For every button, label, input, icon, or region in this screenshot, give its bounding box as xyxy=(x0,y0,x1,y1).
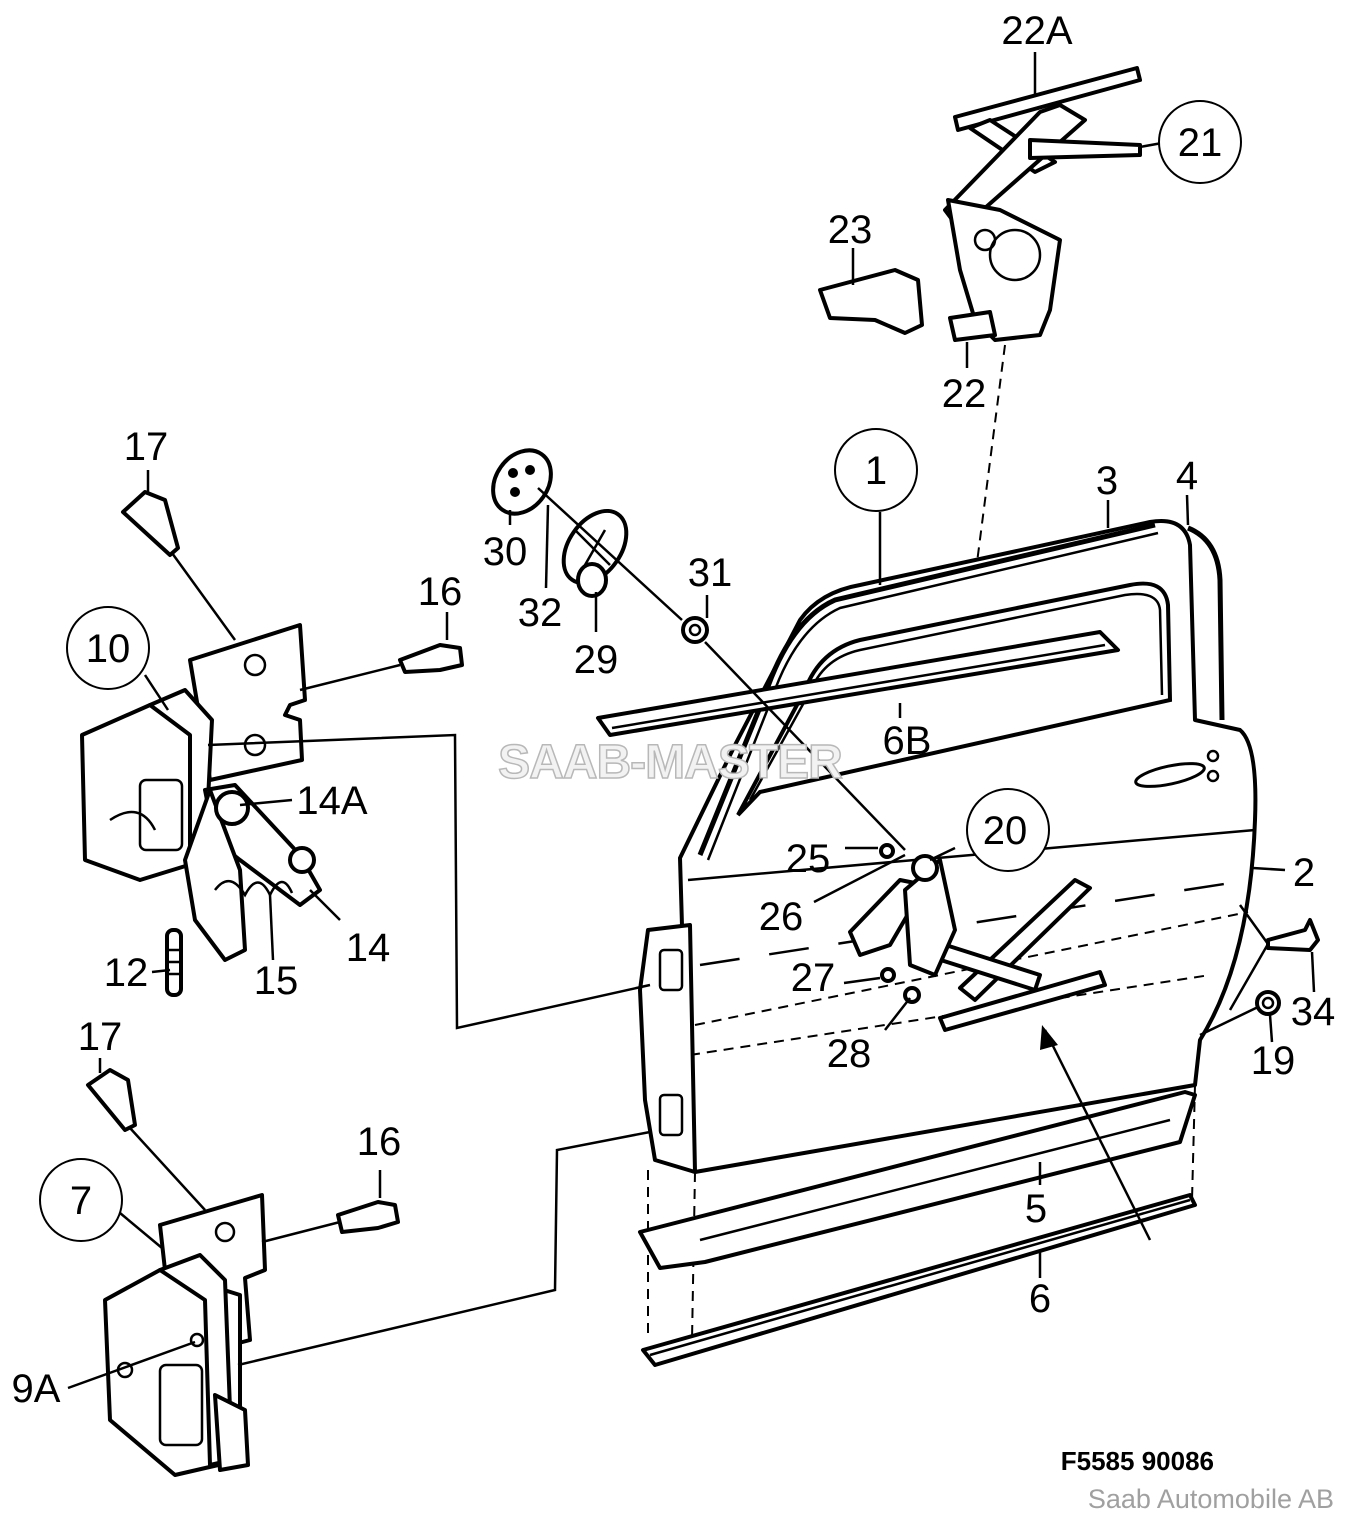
callout-5: 5 xyxy=(1025,1187,1047,1231)
window-frame xyxy=(736,581,1173,817)
callout-9a: 9A xyxy=(12,1367,61,1411)
window-regulator-assembly xyxy=(818,52,1163,851)
regulator-arm-b xyxy=(943,103,1087,232)
watermark: SAAB-MASTER xyxy=(498,736,842,789)
callout-30: 30 xyxy=(483,530,528,574)
callout-4: 4 xyxy=(1176,454,1198,498)
callout-7: 7 xyxy=(70,1179,92,1223)
upper-hinge-bolt xyxy=(121,490,180,557)
drawing-code: F5585 90086 xyxy=(1061,1446,1214,1476)
callout-3: 3 xyxy=(1096,459,1118,503)
door-fasteners xyxy=(1199,866,1320,1043)
callout-circle-20 xyxy=(966,788,1050,872)
regulator-arm-c xyxy=(1028,138,1142,160)
callout-circle-21 xyxy=(1158,100,1242,184)
upper-hinge-assembly xyxy=(80,470,651,1030)
callout-16-upper: 16 xyxy=(418,570,463,614)
lower-hinge-screw xyxy=(336,1200,400,1234)
callout-29: 29 xyxy=(574,638,619,682)
callout-19: 19 xyxy=(1251,1039,1296,1083)
callout-22a: 22A xyxy=(1001,9,1072,53)
mirror-parts xyxy=(491,448,906,851)
callout-28: 28 xyxy=(827,1032,872,1076)
upper-hinge-screw xyxy=(398,643,464,674)
callout-14: 14 xyxy=(346,926,391,970)
callout-32: 32 xyxy=(518,591,563,635)
callout-21: 21 xyxy=(1178,121,1223,165)
copyright: Saab Automobile AB xyxy=(1088,1484,1334,1514)
callout-14a: 14A xyxy=(296,779,367,823)
mirror-nut xyxy=(681,616,709,644)
lower-hinge-bolt xyxy=(86,1068,137,1132)
callout-6b: 6B xyxy=(883,719,932,763)
sill-moulding-upper xyxy=(638,1090,1197,1270)
callout-17-upper: 17 xyxy=(124,425,169,469)
callout-16-lower: 16 xyxy=(357,1120,402,1164)
sill-mouldings xyxy=(638,1090,1197,1367)
regulator-motor xyxy=(948,310,997,342)
hinge-spring xyxy=(214,880,294,898)
mirror-cover xyxy=(491,448,553,516)
callout-34: 34 xyxy=(1291,990,1336,1034)
callout-26: 26 xyxy=(759,895,804,939)
regulator-gear xyxy=(988,228,1042,282)
callout-25: 25 xyxy=(786,837,831,881)
callout-2: 2 xyxy=(1293,851,1315,895)
door-handle xyxy=(1134,762,1206,788)
callout-15: 15 xyxy=(254,959,299,1003)
callout-circle-7 xyxy=(39,1158,123,1242)
callout-23: 23 xyxy=(828,208,873,252)
door-stud xyxy=(1266,918,1320,952)
callout-31: 31 xyxy=(688,551,733,595)
door-clip xyxy=(1255,990,1281,1016)
motor-cover xyxy=(818,268,924,335)
regulator-top-rail xyxy=(953,66,1142,132)
callout-6: 6 xyxy=(1029,1277,1051,1321)
callout-20: 20 xyxy=(983,809,1028,853)
callout-27: 27 xyxy=(791,956,836,1000)
door-shell xyxy=(596,519,1258,1341)
callout-17-lower: 17 xyxy=(78,1015,123,1059)
callout-circle-10 xyxy=(66,606,150,690)
callout-22: 22 xyxy=(942,372,987,416)
callout-10: 10 xyxy=(86,627,131,671)
window-mechanism xyxy=(813,843,1152,1241)
callout-1: 1 xyxy=(865,449,887,493)
lower-hinge-assembly xyxy=(67,1058,651,1477)
door-seal xyxy=(1186,525,1225,721)
callout-12: 12 xyxy=(104,951,149,995)
callout-circle-1 xyxy=(834,428,918,512)
mechanism-bottom-rail xyxy=(938,970,1107,1032)
